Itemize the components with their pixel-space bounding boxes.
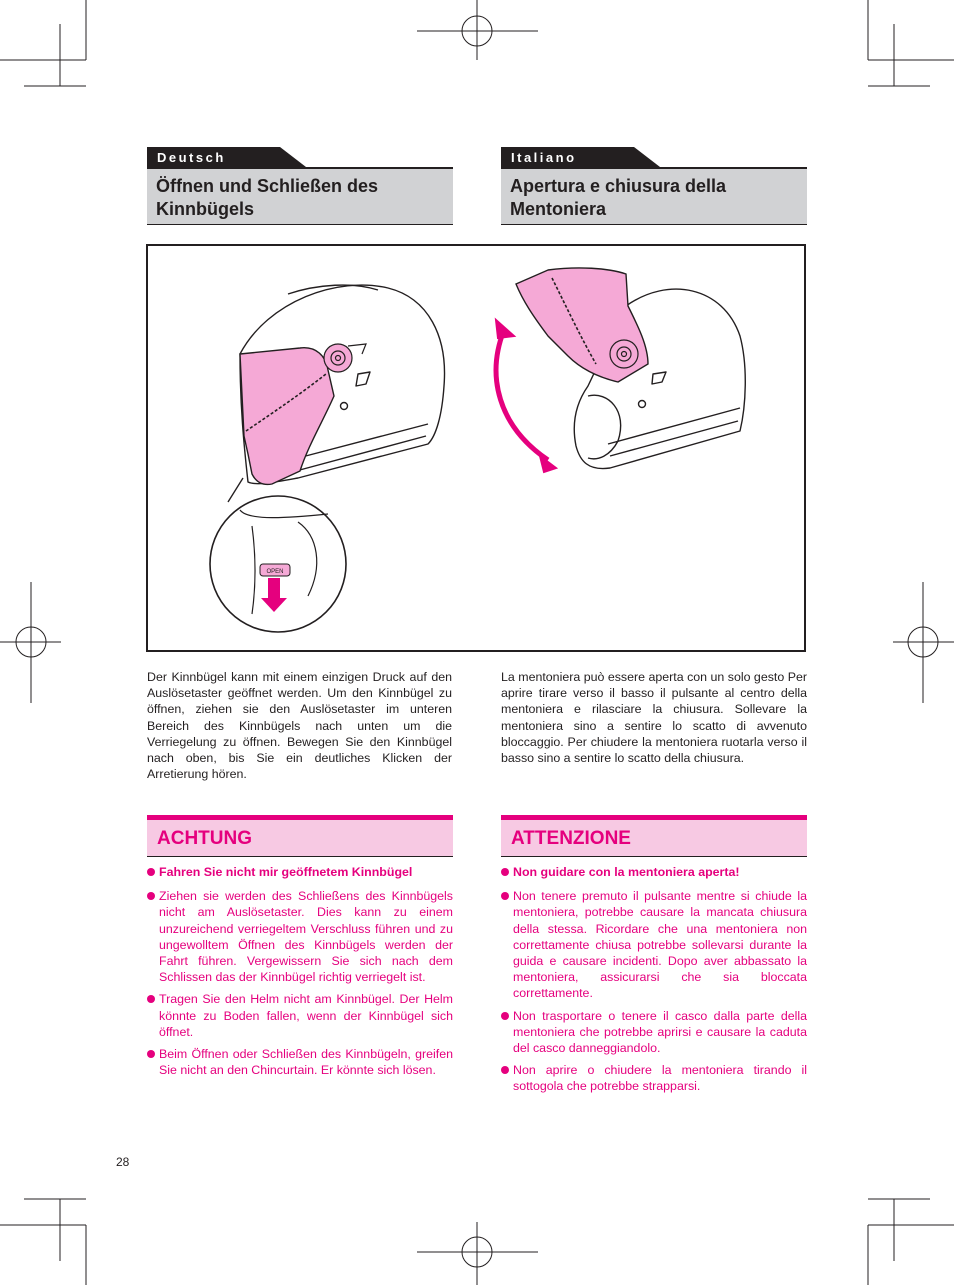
instructions-it: La mentoniera può essere aperta con un s… (501, 670, 807, 766)
bullet-icon (147, 892, 155, 901)
warning-item: Ziehen sie werden des Schließens des Kin… (147, 888, 453, 985)
section-title: Apertura e chiusura della Mentoniera (510, 176, 727, 219)
bullet-icon (501, 892, 509, 901)
zoom-detail: OPEN (209, 477, 347, 633)
arrow-down-icon (261, 598, 287, 612)
warning-item: Non guidare con la mentoniera aperta! (501, 864, 807, 880)
instructions-de: Der Kinnbügel kann mit einem einzigen Dr… (147, 670, 452, 782)
language-tab-deutsch: Deutsch (147, 147, 307, 167)
tab-slant (274, 147, 306, 167)
warning-list-de: Fahren Sie nicht mir geöffnetem Kinnbüge… (147, 864, 453, 1084)
bullet-icon (501, 868, 509, 876)
page-number: 28 (116, 1155, 130, 1169)
warning-item: Fahren Sie nicht mir geöffnetem Kinnbüge… (147, 864, 453, 880)
warning-item: Non aprire o chiudere la mentoniera tira… (501, 1062, 807, 1094)
language-tab-italiano: Italiano (501, 147, 661, 167)
bullet-icon (147, 995, 155, 1004)
tab-slant (628, 147, 660, 167)
bullet-icon (147, 1050, 155, 1059)
warning-item: Non tenere premuto il pulsante mentre si… (501, 888, 807, 1001)
bullet-icon (501, 1011, 509, 1020)
chin-bar-left (239, 347, 335, 486)
warning-title: ATTENZIONE (511, 828, 631, 849)
language-label: Deutsch (157, 150, 226, 165)
helmet-illustration-frame: OPEN (146, 244, 806, 652)
bullet-icon (501, 1066, 509, 1075)
section-title-box-de: Öffnen und Schließen des Kinnbügels (147, 167, 453, 225)
bullet-icon (147, 868, 155, 876)
section-title: Öffnen und Schließen des Kinnbügels (156, 176, 379, 219)
warning-item: Tragen Sie den Helm nicht am Kinnbügel. … (147, 991, 453, 1040)
warning-title: ACHTUNG (157, 828, 252, 849)
warning-item: Beim Öffnen oder Schließen des Kinnbügel… (147, 1046, 453, 1078)
warning-item: Non trasportare o tenere il casco dalla … (501, 1008, 807, 1057)
warning-list-it: Non guidare con la mentoniera aperta! No… (501, 864, 807, 1101)
helmet-illustration: OPEN (209, 267, 746, 633)
section-title-box-it: Apertura e chiusura della Mentoniera (501, 167, 807, 225)
open-button-label: OPEN (266, 569, 283, 575)
rotation-arrow (493, 317, 559, 474)
warning-header-de: ACHTUNG (147, 815, 453, 857)
language-label: Italiano (511, 150, 577, 165)
warning-header-it: ATTENZIONE (501, 815, 807, 857)
